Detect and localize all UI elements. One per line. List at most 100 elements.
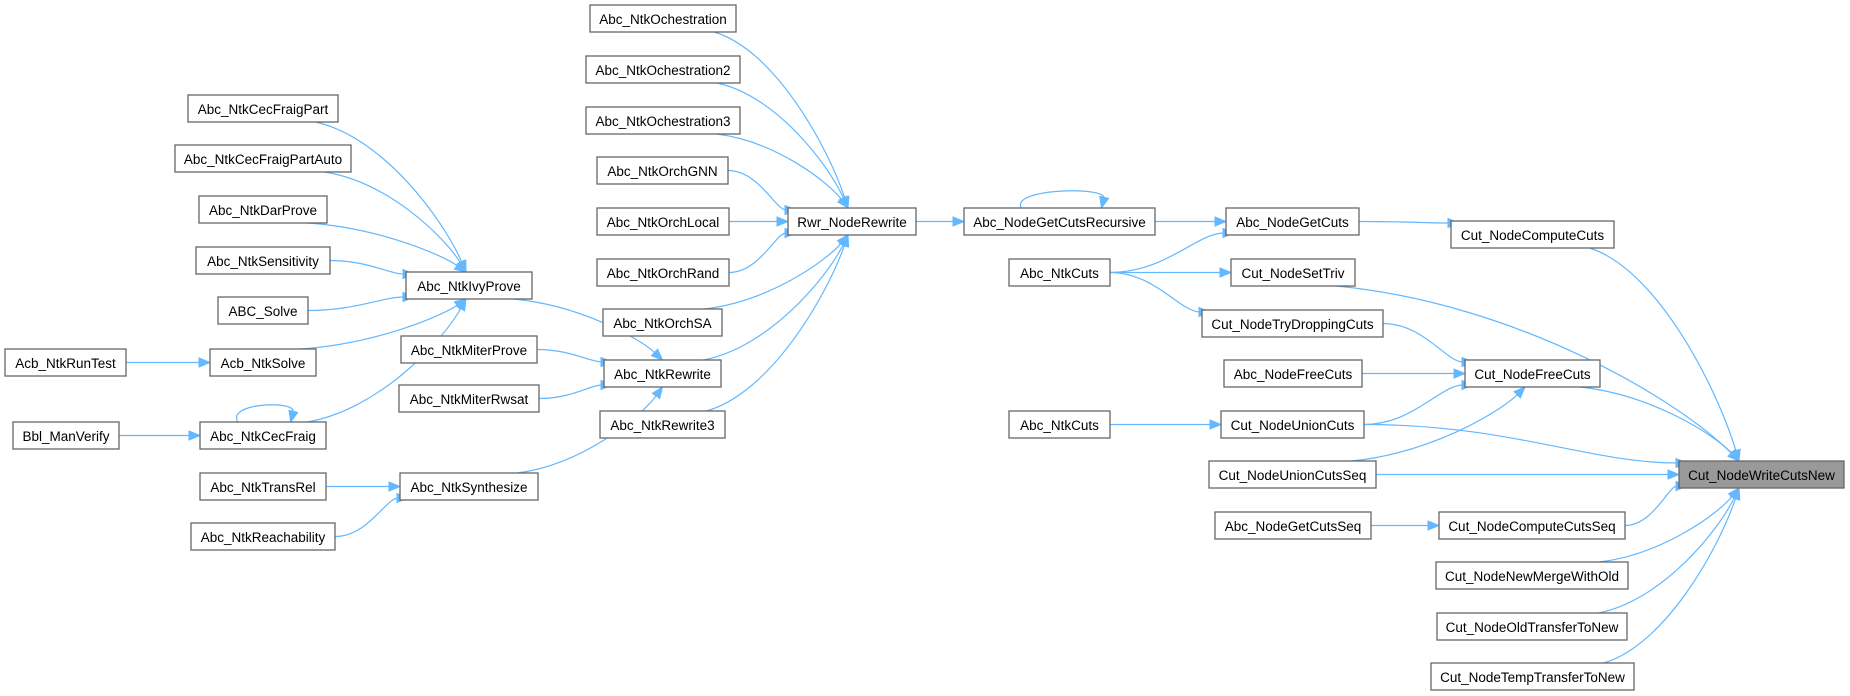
- graph-node-abc-nodegetcuts[interactable]: Abc_NodeGetCuts: [1225, 207, 1360, 236]
- node-label: Abc_NodeFreeCuts: [1234, 367, 1353, 382]
- edge-line: [538, 384, 603, 400]
- edge-orchrand-to-rwrnoderewrite: [728, 227, 798, 274]
- graph-node-abc-ntkrewrite[interactable]: Abc_NtkRewrite: [603, 359, 722, 388]
- arrowhead-icon: [1427, 520, 1441, 531]
- graph-node-abc-ntkorchlocal[interactable]: Abc_NtkOrchLocal: [596, 207, 730, 236]
- graph-node-abc-ntkcuts[interactable]: Abc_NtkCuts: [1008, 258, 1111, 287]
- arrowhead-icon: [776, 216, 790, 227]
- edges-layer: [118, 31, 1741, 664]
- graph-node-cut-nodeunioncuts[interactable]: Cut_NodeUnionCuts: [1220, 410, 1365, 439]
- node-label: Abc_NtkOchestration2: [595, 63, 730, 78]
- graph-node-abc-ntkorchsa[interactable]: Abc_NtkOrchSA: [602, 308, 723, 337]
- graph-node-abc-ntksensitivity[interactable]: Abc_NtkSensitivity: [195, 246, 331, 275]
- graph-node-abc-ntkrewrite3[interactable]: Abc_NtkRewrite3: [599, 410, 726, 439]
- edge-abcsolve-to-ivyprove: [307, 291, 416, 312]
- node-label: Abc_NtkDarProve: [209, 203, 317, 218]
- graph-node-abc-ntkmiterrwsat[interactable]: Abc_NtkMiterRwsat: [398, 384, 540, 413]
- graph-node-cut-nodeunioncutsseq[interactable]: Cut_NodeUnionCutsSeq: [1208, 460, 1377, 489]
- edge-line: [300, 304, 459, 350]
- graph-node-abc-ntkochestration2[interactable]: Abc_NtkOchestration2: [585, 55, 741, 84]
- graph-node-abc-solve[interactable]: ABC_Solve: [217, 296, 309, 325]
- node-label: Abc_NtkOchestration: [599, 12, 727, 27]
- graph-node-acb-ntkruntest[interactable]: Acb_NtkRunTest: [4, 348, 127, 377]
- node-box: [1435, 561, 1629, 590]
- graph-node-cut-nodewritecutsnew[interactable]: Cut_NodeWriteCutsNew: [1678, 460, 1845, 489]
- node-label: Cut_NodeWriteCutsNew: [1688, 468, 1835, 483]
- node-label: Cut_NodeComputeCuts: [1461, 228, 1605, 243]
- node-box: [963, 207, 1156, 236]
- edge-temptransfer-to-writecutsnew: [1603, 486, 1741, 664]
- node-box: [585, 106, 741, 135]
- graph-node-abc-ntkivyprove[interactable]: Abc_NtkIvyProve: [405, 271, 533, 300]
- node-label: Abc_NtkCuts: [1020, 266, 1099, 281]
- node-label: Abc_NodeGetCutsSeq: [1225, 519, 1362, 534]
- node-box: [199, 421, 327, 450]
- edge-line: [716, 82, 845, 200]
- graph-node-abc-ntkcecfraig[interactable]: Abc_NtkCecFraig: [199, 421, 327, 450]
- graph-node-abc-ntkorchgnn[interactable]: Abc_NtkOrchGNN: [596, 156, 729, 185]
- graph-node-cut-nodeoldtransfertonew[interactable]: Cut_NodeOldTransferToNew: [1436, 612, 1628, 641]
- graph-node-abc-ntkcuts[interactable]: Abc_NtkCuts: [1008, 410, 1111, 439]
- graph-node-abc-nodefreecuts[interactable]: Abc_NodeFreeCuts: [1223, 359, 1363, 388]
- node-box: [589, 4, 737, 33]
- edge-synthesize-to-ntkrewrite: [517, 385, 664, 474]
- edge-line: [1109, 232, 1225, 274]
- node-box: [400, 335, 538, 364]
- edge-ntkcuts2-to-unioncuts: [1109, 419, 1223, 430]
- edge-rwrnoderewrite-to-getcutsrec: [916, 216, 966, 227]
- node-label: Cut_NodeTempTransferToNew: [1440, 670, 1625, 685]
- node-label: Cut_NodeComputeCutsSeq: [1448, 519, 1615, 534]
- node-box: [603, 359, 722, 388]
- arrowhead-icon: [650, 348, 664, 361]
- graph-node-abc-ntkcecfraigpartauto[interactable]: Abc_NtkCecFraigPartAuto: [174, 144, 352, 173]
- node-box: [187, 94, 339, 123]
- node-box: [1008, 258, 1111, 287]
- node-box: [1201, 309, 1384, 338]
- node-box: [1008, 410, 1111, 439]
- graph-node-abc-ntkochestration3[interactable]: Abc_NtkOchestration3: [585, 106, 741, 135]
- graph-node-abc-nodegetcutsseq[interactable]: Abc_NodeGetCutsSeq: [1214, 511, 1372, 540]
- graph-node-abc-ntkmiterprove[interactable]: Abc_NtkMiterProve: [400, 335, 538, 364]
- graph-node-abc-ntksynthesize[interactable]: Abc_NtkSynthesize: [399, 472, 539, 501]
- edge-line: [1350, 393, 1519, 462]
- edge-transrel-to-synthesize: [326, 481, 402, 492]
- graph-node-abc-ntkorchrand[interactable]: Abc_NtkOrchRand: [596, 258, 730, 287]
- node-box: [1438, 511, 1626, 540]
- graph-node-cut-nodetrydroppingcuts[interactable]: Cut_NodeTryDroppingCuts: [1201, 309, 1384, 338]
- edge-unioncutsseq-to-writecutsnew: [1376, 469, 1681, 480]
- graph-node-cut-nodenewmergewithold[interactable]: Cut_NodeNewMergeWithOld: [1435, 561, 1629, 590]
- edge-unioncuts-to-cutfreecuts: [1363, 379, 1475, 426]
- arrowhead-icon: [839, 233, 850, 248]
- node-label: Abc_NtkSynthesize: [410, 480, 527, 495]
- node-box: [1225, 207, 1360, 236]
- graph-node-cut-nodefreecuts[interactable]: Cut_NodeFreeCuts: [1464, 359, 1601, 388]
- node-box: [599, 410, 726, 439]
- graph-node-cut-nodetemptransfertonew[interactable]: Cut_NodeTempTransferToNew: [1430, 662, 1635, 691]
- graph-node-abc-ntktransrel[interactable]: Abc_NtkTransRel: [199, 472, 327, 501]
- graph-node-rwr-noderewrite[interactable]: Rwr_NodeRewrite: [787, 207, 917, 236]
- graph-node-abc-ntkochestration[interactable]: Abc_NtkOchestration: [589, 4, 737, 33]
- edge-line: [334, 497, 399, 538]
- graph-node-cut-nodecomputecutsseq[interactable]: Cut_NodeComputeCutsSeq: [1438, 511, 1626, 540]
- graph-node-bbl-manverify[interactable]: Bbl_ManVerify: [12, 421, 120, 450]
- node-box: [174, 144, 352, 173]
- edge-line: [727, 169, 787, 211]
- graph-node-acb-ntksolve[interactable]: Acb_NtkSolve: [209, 348, 317, 377]
- graph-node-abc-ntkcecfraigpart[interactable]: Abc_NtkCecFraigPart: [187, 94, 339, 123]
- graph-node-cut-nodesettriv[interactable]: Cut_NodeSetTriv: [1230, 258, 1356, 287]
- edge-abcnodefreecuts-to-cutfreecuts: [1361, 368, 1467, 379]
- edge-line: [517, 394, 658, 474]
- arrowhead-icon: [1513, 386, 1526, 399]
- node-box: [596, 207, 730, 236]
- node-box: [1214, 511, 1372, 540]
- node-box: [1450, 220, 1615, 249]
- node-label: Cut_NodeFreeCuts: [1474, 367, 1591, 382]
- nodes-layer: Abc_NtkCecFraigPartAbc_NtkCecFraigPartAu…: [4, 4, 1845, 691]
- graph-node-abc-ntkreachability[interactable]: Abc_NtkReachability: [190, 522, 336, 551]
- arrowhead-icon: [651, 385, 664, 400]
- edge-line: [713, 31, 846, 199]
- graph-node-abc-ntkdarprove[interactable]: Abc_NtkDarProve: [198, 195, 328, 224]
- node-box: [1678, 460, 1845, 489]
- graph-node-abc-nodegetcutsrecursive[interactable]: Abc_NodeGetCutsRecursive: [963, 207, 1156, 236]
- graph-node-cut-nodecomputecuts[interactable]: Cut_NodeComputeCuts: [1450, 220, 1615, 249]
